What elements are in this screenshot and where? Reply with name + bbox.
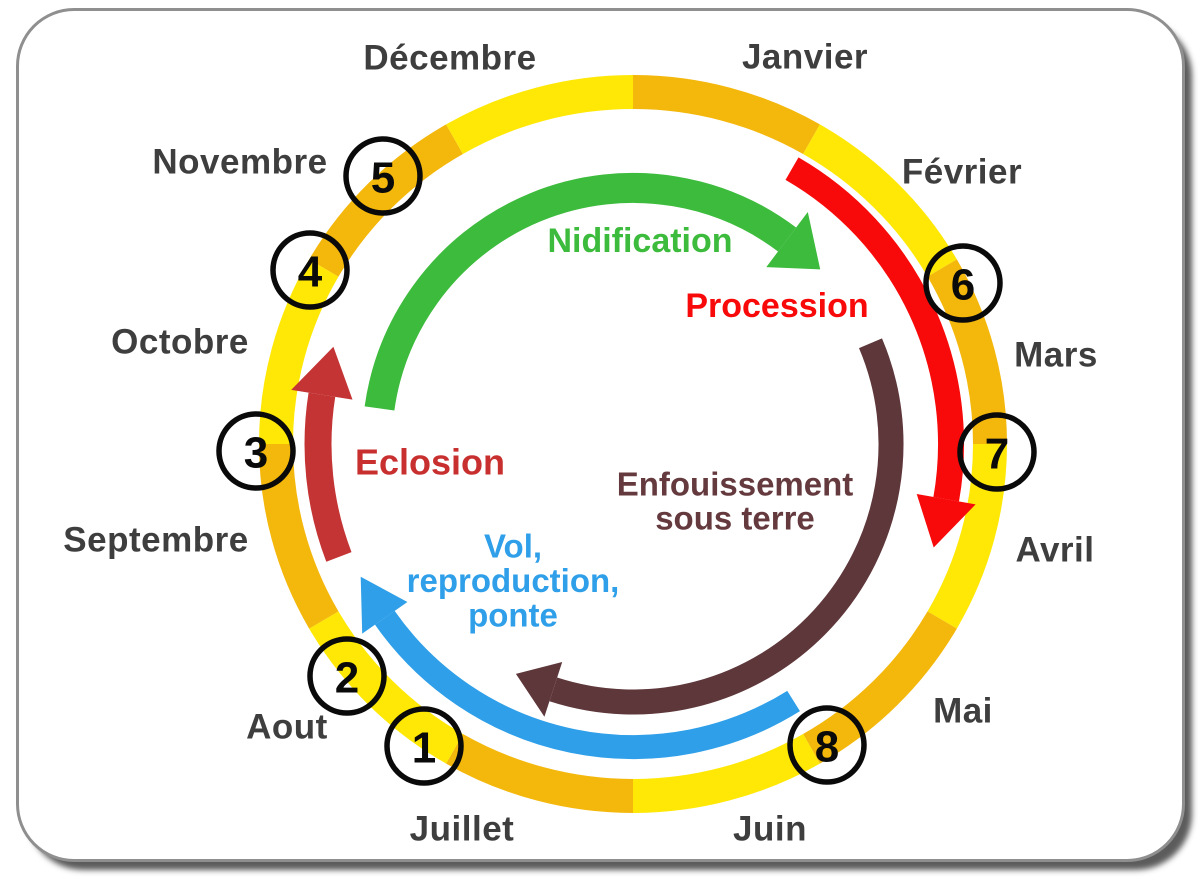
month-segment-avril — [927, 443, 1007, 629]
arrow-shaft-vol — [374, 610, 800, 760]
month-label-juin: Juin — [733, 810, 807, 849]
step-circle-5 — [343, 136, 423, 216]
month-segment-fevrier — [802, 124, 957, 277]
phase-label-vol-line1: Vol, — [484, 528, 542, 565]
step-number-2: 2 — [335, 654, 359, 703]
step-circle-6 — [923, 243, 1003, 323]
phase-label-enfouissement-line2: sous terre — [655, 500, 815, 537]
step-number-8: 8 — [815, 723, 839, 772]
arrow-head-vol — [360, 576, 408, 634]
step-circle-4 — [270, 230, 350, 310]
month-label-novembre: Novembre — [152, 143, 327, 182]
month-label-mars: Mars — [1014, 336, 1098, 375]
month-segment-juillet — [446, 733, 634, 813]
month-segment-mai — [802, 611, 957, 764]
arrow-head-procession — [916, 494, 976, 548]
month-label-decembre: Décembre — [363, 39, 536, 78]
step-circle-3 — [216, 411, 296, 491]
month-label-fevrier: Février — [902, 153, 1022, 192]
month-segment-janvier — [632, 75, 820, 155]
month-label-aout: Aout — [246, 708, 328, 747]
step-number-4: 4 — [298, 248, 323, 297]
step-circle-8 — [787, 705, 867, 785]
step-circle-1 — [384, 706, 464, 786]
arrow-head-nidification — [766, 212, 821, 270]
month-label-avril: Avril — [1015, 531, 1094, 570]
arrow-shaft-eclosion — [304, 392, 352, 562]
arrow-head-enfouissement — [515, 662, 563, 717]
phase-label-eclosion: Eclosion — [355, 442, 505, 483]
step-number-6: 6 — [951, 261, 975, 310]
step-number-3: 3 — [244, 429, 268, 478]
month-segment-novembre — [309, 124, 464, 277]
arrow-head-eclosion — [291, 346, 353, 400]
step-number-7: 7 — [985, 430, 1009, 479]
step-number-5: 5 — [371, 154, 395, 203]
month-label-juillet: Juillet — [410, 810, 515, 849]
step-circle-2 — [307, 636, 387, 716]
month-label-octobre: Octobre — [111, 323, 249, 362]
phase-label-nidification: Nidification — [547, 222, 732, 260]
month-label-janvier: Janvier — [742, 38, 868, 77]
month-segment-septembre — [259, 443, 339, 629]
phase-label-enfouissement-line1: Enfouissement — [617, 466, 854, 503]
phase-label-vol-line2: reproduction, — [407, 562, 620, 599]
arrow-shaft-nidification — [364, 173, 797, 411]
arrow-shaft-enfouissement — [549, 338, 904, 715]
month-label-septembre: Septembre — [63, 521, 248, 560]
phase-label-procession: Procession — [685, 287, 868, 325]
arrow-shaft-procession — [785, 157, 965, 502]
month-segment-mars — [927, 259, 1007, 445]
step-circle-7 — [957, 412, 1037, 492]
month-segment-decembre — [446, 75, 634, 155]
phase-label-vol-line3: ponte — [468, 597, 558, 634]
step-number-1: 1 — [412, 724, 436, 773]
month-label-mai: Mai — [933, 692, 993, 731]
